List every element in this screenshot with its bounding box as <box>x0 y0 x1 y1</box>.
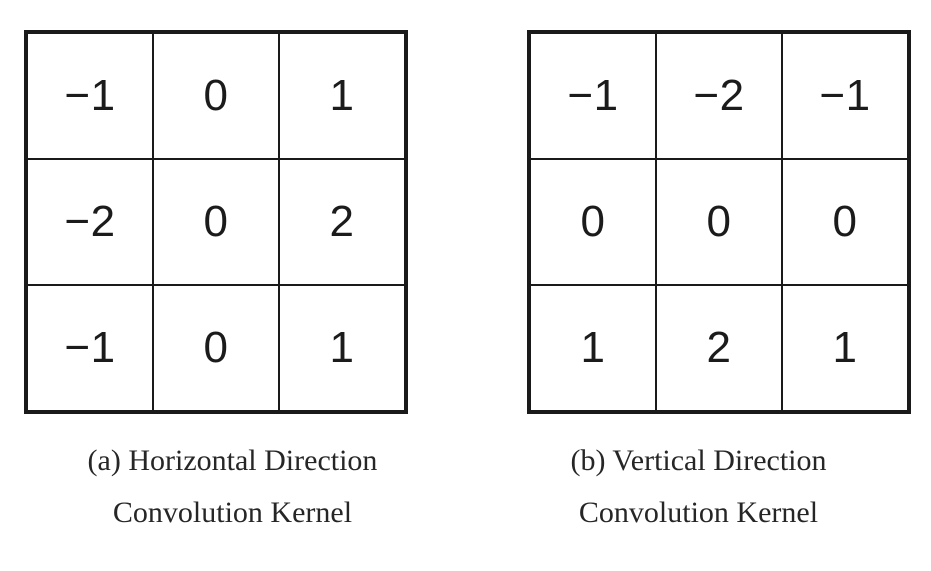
kernel-cell-r2c1: 0 <box>152 284 280 413</box>
kernel-cell-r0c0: −1 <box>528 31 657 160</box>
kernel-cell-r0c1: 0 <box>152 31 280 160</box>
kernel-matrix-horizontal: −1 0 1 −2 0 2 −1 0 1 <box>24 30 408 414</box>
kernel-cell-r0c0: −1 <box>25 31 154 160</box>
kernel-cell-r2c0: −1 <box>25 284 154 413</box>
caption-line-1: (a) Horizontal Direction <box>87 444 378 477</box>
caption-line-1: (b) Vertical Direction <box>570 444 827 477</box>
kernel-cell-r0c2: −1 <box>781 31 910 160</box>
table-row: −1 0 1 <box>25 284 407 413</box>
caption-vertical-kernel: (b) Vertical Direction Convolution Kerne… <box>466 446 931 528</box>
kernel-cell-r0c2: 1 <box>278 31 407 160</box>
kernel-matrix-vertical: −1 −2 −1 0 0 0 1 2 1 <box>527 30 911 414</box>
caption-horizontal-kernel: (a) Horizontal Direction Convolution Ker… <box>0 446 517 528</box>
caption-line-2: Convolution Kernel <box>112 496 353 529</box>
kernel-cell-r1c1: 0 <box>152 158 280 286</box>
table-row: −2 0 2 <box>25 158 407 286</box>
table-row: 0 0 0 <box>528 158 910 286</box>
kernel-cell-r0c1: −2 <box>655 31 783 160</box>
kernel-cell-r2c0: 1 <box>528 284 657 413</box>
kernel-cell-r1c1: 0 <box>655 158 783 286</box>
kernel-cell-r2c1: 2 <box>655 284 783 413</box>
kernel-cell-r1c2: 0 <box>781 158 910 286</box>
table-row: 1 2 1 <box>528 284 910 413</box>
kernel-cell-r1c0: −2 <box>25 158 154 286</box>
caption-line-2: Convolution Kernel <box>578 496 819 529</box>
kernel-cell-r1c2: 2 <box>278 158 407 286</box>
kernel-cell-r2c2: 1 <box>278 284 407 413</box>
table-row: −1 0 1 <box>25 31 407 160</box>
panel-horizontal-kernel: −1 0 1 −2 0 2 −1 0 1 (a) Horizontal Dire… <box>0 0 465 571</box>
panel-vertical-kernel: −1 −2 −1 0 0 0 1 2 1 (b) Vertical Direct… <box>466 0 931 571</box>
kernel-cell-r2c2: 1 <box>781 284 910 413</box>
table-row: −1 −2 −1 <box>528 31 910 160</box>
kernel-cell-r1c0: 0 <box>528 158 657 286</box>
